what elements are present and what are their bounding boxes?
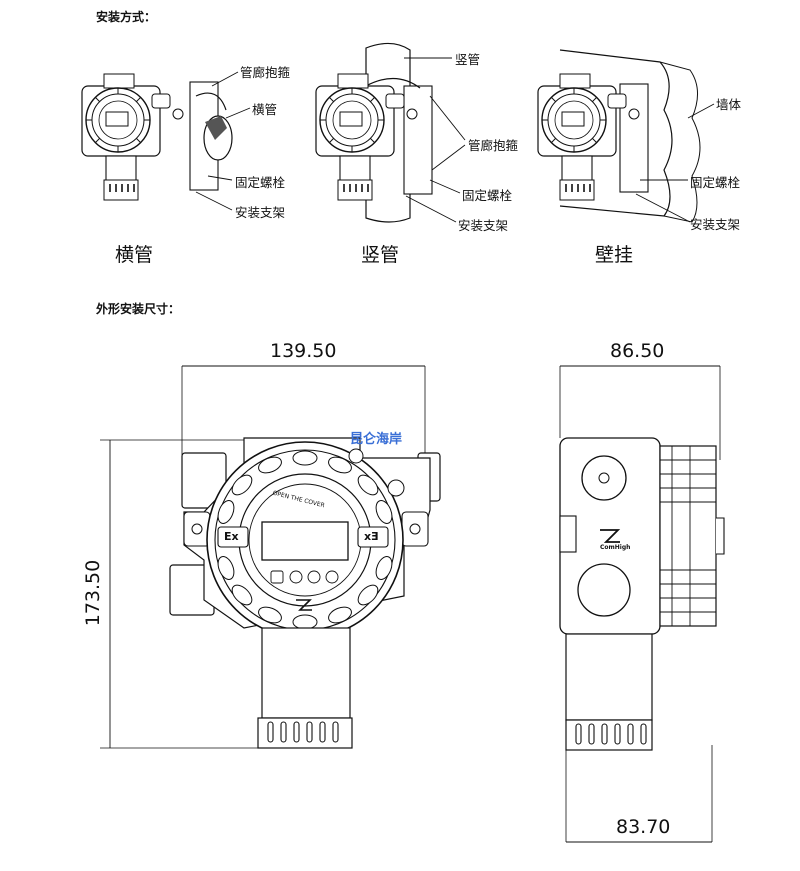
dim-side-top-width: 86.50 — [610, 340, 665, 362]
view-horizontal-pipe — [81, 71, 251, 211]
callout-pipe-clamp-1: 管廊抱箍 — [240, 65, 291, 80]
callout-wall: 墙体 — [716, 97, 742, 112]
callout-horizontal-pipe: 横管 — [252, 102, 278, 117]
ex-label-right: Ex — [364, 530, 379, 543]
dim-front-width: 139.50 — [270, 340, 337, 362]
callout-pipe-clamp-2: 管廊抱箍 — [468, 138, 519, 153]
watermark: 昆仑海岸 — [350, 432, 403, 447]
dim-side-bottom-width: 83.70 — [616, 816, 671, 838]
callout-vertical-pipe: 竖管 — [455, 52, 481, 67]
install-section-title: 安装方式： — [96, 10, 157, 24]
dimension-section-title: 外形安装尺寸： — [96, 302, 181, 316]
view-vertical-pipe — [315, 42, 466, 223]
side-view — [559, 365, 725, 843]
caption-wall: 壁挂 — [594, 244, 633, 266]
dim-front-height: 173.50 — [82, 559, 105, 627]
front-view — [100, 365, 441, 749]
callout-mount-bracket-2: 安装支架 — [458, 218, 509, 233]
callout-fixing-bolt-2: 固定螺栓 — [462, 188, 513, 203]
callout-mount-bracket-3: 安装支架 — [690, 217, 741, 232]
caption-vertical: 竖管 — [360, 244, 399, 266]
view-wall-mount — [537, 49, 715, 223]
cover-lobes — [217, 450, 393, 630]
callout-mount-bracket-1: 安装支架 — [235, 205, 286, 220]
brand-label: ComHigh — [600, 544, 631, 551]
caption-horizontal: 横管 — [114, 244, 153, 266]
callout-fixing-bolt-3: 固定螺栓 — [690, 175, 741, 190]
sensor-vents — [267, 721, 339, 743]
callout-fixing-bolt-1: 固定螺栓 — [235, 175, 286, 190]
ex-label-left: Ex — [224, 530, 239, 543]
